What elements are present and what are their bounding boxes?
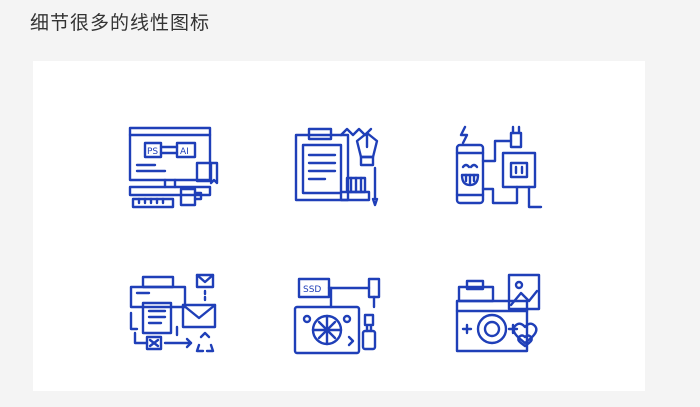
icon-showcase-card: PS AI [33, 61, 645, 391]
camera-photo-icon [453, 273, 583, 403]
svg-text:PS: PS [147, 147, 158, 157]
printer-workflow-icon [125, 273, 255, 403]
page-title: 细节很多的线性图标 [30, 12, 211, 34]
svg-text:SSD: SSD [303, 285, 321, 295]
svg-text:AI: AI [180, 147, 189, 157]
ssd-storage-icon: SSD [291, 273, 421, 403]
smartphone-charging-icon [453, 123, 583, 253]
design-workstation-icon: PS AI [125, 123, 255, 253]
writing-desk-icon [291, 123, 421, 253]
